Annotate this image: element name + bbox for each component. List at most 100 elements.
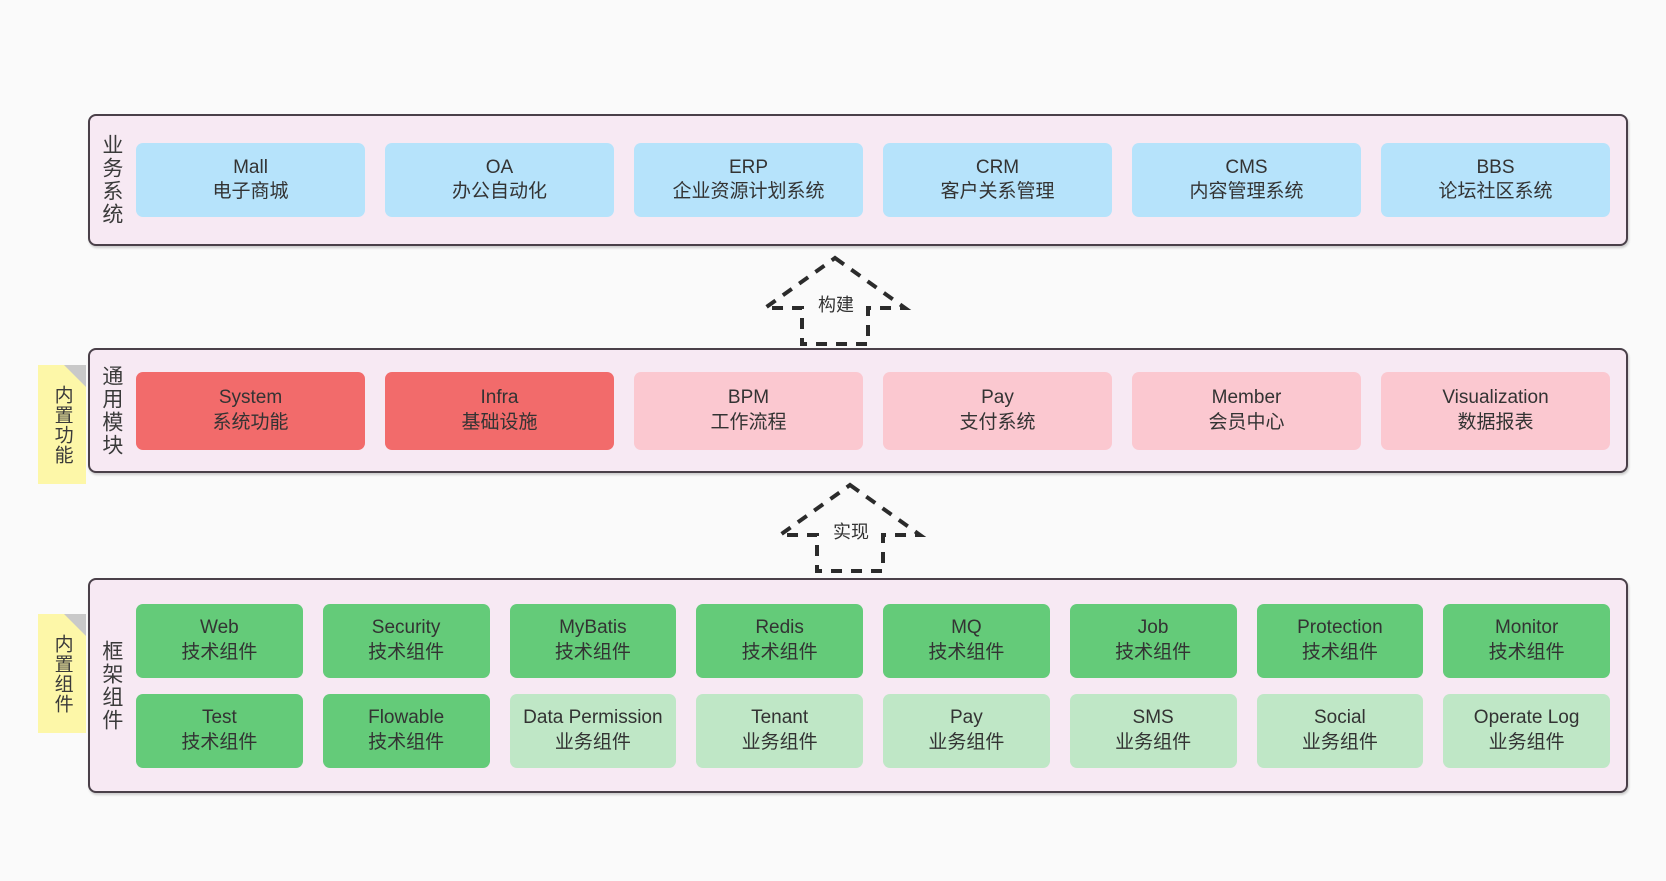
card-mq-title: MQ xyxy=(951,617,982,639)
card-tenant-title: Tenant xyxy=(751,707,809,729)
card-mybatis-subtitle: 技术组件 xyxy=(554,641,631,663)
sticky-fold-corner-icon xyxy=(64,614,86,636)
card-pay-module-title: Pay xyxy=(981,387,1014,409)
card-mybatis[interactable]: MyBatis 技术组件 xyxy=(509,603,677,678)
card-web[interactable]: Web 技术组件 xyxy=(136,603,303,678)
card-protection-title: Protection xyxy=(1297,617,1383,639)
card-bpm-title: BPM xyxy=(727,387,770,409)
card-redis[interactable]: Redis 技术组件 xyxy=(696,603,863,678)
card-crm-title: CRM xyxy=(975,156,1020,178)
card-member-subtitle: 会员中心 xyxy=(1208,411,1285,433)
card-operate-log-subtitle: 业务组件 xyxy=(1488,731,1565,753)
card-tenant-subtitle: 业务组件 xyxy=(741,731,818,753)
card-visualization-title: Visualization xyxy=(1442,387,1549,409)
card-erp-subtitle: 企业资源计划系统 xyxy=(672,181,825,202)
card-test-title: Test xyxy=(201,707,237,729)
card-security-subtitle: 技术组件 xyxy=(368,641,445,663)
layer-business-systems: 业务系统 Mall 电子商城 OA 办公自动化 ERP 企业资源计划系统 CRM xyxy=(88,114,1628,246)
card-pay-component[interactable]: Pay 业务组件 xyxy=(883,693,1050,768)
row-framework-technical: Web 技术组件 Security 技术组件 MyBatis 技术组件 Redi… xyxy=(136,603,1610,678)
card-web-title: Web xyxy=(200,617,239,639)
card-oa[interactable]: OA 办公自动化 xyxy=(385,143,614,217)
card-mq-subtitle: 技术组件 xyxy=(928,641,1005,663)
sticky-note-builtin-features-text: 内置功能 xyxy=(51,384,73,465)
card-mall-subtitle: 电子商城 xyxy=(212,181,289,202)
card-crm-subtitle: 客户关系管理 xyxy=(940,181,1055,202)
card-member[interactable]: Member 会员中心 xyxy=(1132,371,1361,450)
row-business-systems: Mall 电子商城 OA 办公自动化 ERP 企业资源计划系统 CRM 客户关系… xyxy=(136,143,1610,217)
card-bbs-title: BBS xyxy=(1476,156,1515,178)
card-job-title: Job xyxy=(1137,617,1169,639)
card-protection[interactable]: Protection 技术组件 xyxy=(1256,603,1424,678)
card-sms-title: SMS xyxy=(1132,707,1174,729)
card-social-title: Social xyxy=(1314,707,1366,729)
layer-label-business-systems: 业务系统 xyxy=(99,134,123,226)
card-mall-title: Mall xyxy=(233,156,268,178)
card-mq[interactable]: MQ 技术组件 xyxy=(883,603,1050,678)
card-system-subtitle: 系统功能 xyxy=(212,411,289,433)
card-tenant[interactable]: Tenant 业务组件 xyxy=(696,693,863,768)
connector-build-label: 构建 xyxy=(818,295,854,315)
layer-label-framework-components: 框架组件 xyxy=(99,639,123,732)
card-mall[interactable]: Mall 电子商城 xyxy=(136,143,365,217)
sticky-note-builtin-components-text: 内置组件 xyxy=(51,633,73,714)
card-infra[interactable]: Infra 基础设施 xyxy=(385,371,614,450)
card-monitor-title: Monitor xyxy=(1494,617,1559,639)
card-data-permission-subtitle: 业务组件 xyxy=(554,731,631,753)
card-infra-title: Infra xyxy=(480,387,519,409)
card-operate-log[interactable]: Operate Log 业务组件 xyxy=(1443,693,1610,768)
card-bpm-subtitle: 工作流程 xyxy=(710,411,787,433)
card-cms-subtitle: 内容管理系统 xyxy=(1189,181,1304,202)
card-bpm[interactable]: BPM 工作流程 xyxy=(634,371,863,450)
card-erp[interactable]: ERP 企业资源计划系统 xyxy=(634,143,863,217)
card-pay-component-title: Pay xyxy=(950,707,983,729)
card-erp-title: ERP xyxy=(728,156,769,178)
layer-body-framework-components: Web 技术组件 Security 技术组件 MyBatis 技术组件 Redi… xyxy=(132,580,1626,791)
card-mybatis-title: MyBatis xyxy=(559,617,627,639)
card-visualization[interactable]: Visualization 数据报表 xyxy=(1381,371,1610,450)
card-oa-subtitle: 办公自动化 xyxy=(451,181,547,202)
card-operate-log-title: Operate Log xyxy=(1473,707,1580,729)
card-monitor-subtitle: 技术组件 xyxy=(1488,641,1565,663)
card-sms[interactable]: SMS 业务组件 xyxy=(1069,693,1237,768)
card-pay-module-subtitle: 支付系统 xyxy=(959,411,1036,433)
sticky-note-builtin-components: 内置组件 xyxy=(38,614,86,733)
card-infra-subtitle: 基础设施 xyxy=(461,411,538,433)
card-job-subtitle: 技术组件 xyxy=(1115,641,1192,663)
card-oa-title: OA xyxy=(485,156,514,178)
card-cms[interactable]: CMS 内容管理系统 xyxy=(1132,143,1361,217)
layer-body-common-modules: System 系统功能 Infra 基础设施 BPM 工作流程 Pay 支付系统… xyxy=(132,350,1626,471)
card-social[interactable]: Social 业务组件 xyxy=(1256,693,1424,768)
card-bbs-subtitle: 论坛社区系统 xyxy=(1438,181,1553,202)
card-test[interactable]: Test 技术组件 xyxy=(136,693,303,768)
card-monitor[interactable]: Monitor 技术组件 xyxy=(1443,603,1610,678)
sticky-note-builtin-features: 内置功能 xyxy=(38,365,86,484)
card-job[interactable]: Job 技术组件 xyxy=(1069,603,1237,678)
card-protection-subtitle: 技术组件 xyxy=(1301,641,1378,663)
card-web-subtitle: 技术组件 xyxy=(181,641,258,663)
card-flowable[interactable]: Flowable 技术组件 xyxy=(322,693,490,768)
card-redis-subtitle: 技术组件 xyxy=(741,641,818,663)
card-security[interactable]: Security 技术组件 xyxy=(322,603,490,678)
row-framework-business: Test 技术组件 Flowable 技术组件 Data Permission … xyxy=(136,693,1610,768)
card-crm[interactable]: CRM 客户关系管理 xyxy=(883,143,1112,217)
card-security-title: Security xyxy=(371,617,441,639)
card-member-title: Member xyxy=(1211,387,1282,409)
card-pay-module[interactable]: Pay 支付系统 xyxy=(883,371,1112,450)
card-flowable-subtitle: 技术组件 xyxy=(368,731,445,753)
card-data-permission[interactable]: Data Permission 业务组件 xyxy=(509,693,677,768)
card-redis-title: Redis xyxy=(755,617,804,639)
row-common-modules: System 系统功能 Infra 基础设施 BPM 工作流程 Pay 支付系统… xyxy=(136,371,1610,450)
card-pay-component-subtitle: 业务组件 xyxy=(928,731,1005,753)
card-sms-subtitle: 业务组件 xyxy=(1115,731,1192,753)
connector-implement-label: 实现 xyxy=(833,522,869,542)
card-flowable-title: Flowable xyxy=(368,707,445,729)
card-system-title: System xyxy=(218,387,283,409)
card-visualization-subtitle: 数据报表 xyxy=(1457,411,1534,433)
card-social-subtitle: 业务组件 xyxy=(1301,731,1378,753)
layer-common-modules: 通用模块 System 系统功能 Infra 基础设施 BPM 工作流程 Pay xyxy=(88,348,1628,473)
card-data-permission-title: Data Permission xyxy=(523,707,663,729)
card-system[interactable]: System 系统功能 xyxy=(136,371,365,450)
card-bbs[interactable]: BBS 论坛社区系统 xyxy=(1381,143,1610,217)
